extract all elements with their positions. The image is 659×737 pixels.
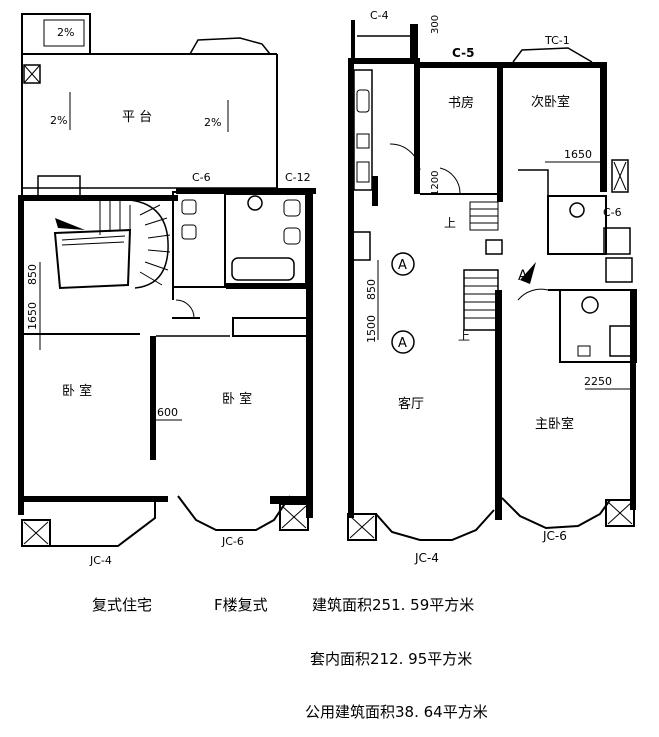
- stair-main: [463, 269, 499, 331]
- window-label-jc6-left: JC-6: [221, 535, 244, 548]
- stair-up-label-2: 上: [458, 329, 470, 343]
- dim-label-1650-right: 1650: [564, 148, 592, 161]
- bedroom-a-bottom-wall: [18, 496, 168, 502]
- spiral-stair-treads: [139, 204, 171, 286]
- caption-shared-area: 公用建筑面积38. 64平方米: [305, 703, 488, 721]
- slope-label-2: 2%: [50, 114, 67, 127]
- toilet: [247, 195, 263, 211]
- stair-treads-upper: [99, 200, 131, 235]
- study-left-wall: [414, 64, 420, 194]
- dim-label-1500: 1500: [365, 315, 378, 343]
- living-right-wall: [495, 290, 502, 520]
- terrace-drain: [23, 64, 41, 84]
- left-top-wall: [18, 195, 178, 201]
- tc1-bay-window: [512, 47, 593, 63]
- window-label-jc4-left: JC-4: [89, 554, 112, 567]
- section-letter-2: A: [398, 336, 407, 351]
- section-letter-3: A: [518, 268, 528, 284]
- bay-window-right: [177, 495, 291, 531]
- window-label-c6-right: C-6: [603, 206, 622, 219]
- master-right-wall: [630, 290, 636, 510]
- dim-label-1650-left: 1650: [26, 302, 39, 330]
- dim-label-850-right: 850: [365, 279, 378, 300]
- caption-interior-area: 套内面积212. 95平方米: [310, 650, 473, 668]
- window-label-c6-left: C-6: [192, 171, 211, 184]
- window-label-c4-top: C-4: [370, 9, 389, 22]
- closet-ledge: [232, 317, 308, 337]
- window-label-c12: C-12: [285, 171, 311, 184]
- window-label-tc1: TC-1: [544, 34, 570, 47]
- kitchen-left-wall: [348, 58, 354, 208]
- stair-arrow: [55, 218, 85, 230]
- floor-plan-drawing: 2% 2% 2% 平 台 C-6 C-12 850 1650 卧 室 卧 室 6…: [18, 9, 637, 567]
- stair-up-label-1: 上: [444, 216, 456, 230]
- terrace-bay: [189, 37, 271, 55]
- second-bedroom-right-wall: [600, 62, 607, 192]
- caption-floor: F楼复式: [214, 596, 268, 614]
- left-plan: 2% 2% 2% 平 台 C-6 C-12 850 1650 卧 室 卧 室 6…: [18, 13, 316, 567]
- terrace-corner-inner: [43, 19, 85, 47]
- bathtub: [231, 257, 295, 281]
- room-label-bedroom-a: 卧 室: [62, 383, 92, 399]
- caption-type: 复式住宅: [92, 596, 153, 614]
- bay-window-left: [24, 502, 156, 547]
- slope-label-3: 2%: [204, 116, 221, 129]
- master-bay-window: [501, 497, 611, 530]
- slope-label-1: 2%: [57, 26, 74, 39]
- right-outer-wall: [306, 188, 313, 518]
- caption-building-area: 建筑面积251. 59平方米: [312, 596, 475, 614]
- room-label-second-bedroom: 次卧室: [531, 94, 570, 110]
- room-label-study: 书房: [448, 95, 474, 111]
- dim-label-850-left: 850: [26, 264, 39, 285]
- dim-label-2250: 2250: [584, 375, 612, 388]
- room-label-bedroom-b: 卧 室: [222, 391, 252, 407]
- door-swing: [175, 299, 195, 319]
- kitchen-top-wall: [348, 58, 420, 64]
- living-left-wall: [348, 208, 354, 518]
- dim-label-300: 300: [430, 15, 441, 34]
- study-top-wall: [420, 62, 502, 68]
- room-label-living-room: 客厅: [398, 396, 424, 412]
- room-label-master-bedroom: 主卧室: [535, 416, 574, 432]
- section-mark-1: [391, 252, 415, 276]
- living-cabinet: [351, 231, 371, 261]
- dim-label-1200: 1200: [430, 171, 441, 196]
- section-letter-1: A: [398, 258, 407, 273]
- kitchen-counter: [353, 69, 373, 191]
- window-label-c5: C-5: [452, 46, 474, 60]
- living-bay-window: [375, 509, 495, 541]
- study-right-wall: [497, 62, 503, 202]
- terrace-label: 平 台: [122, 110, 152, 125]
- bath-top-wall: [176, 188, 316, 194]
- bath-upper: [547, 195, 607, 255]
- dim-label-600: 600: [157, 406, 178, 419]
- terrace-step: [37, 175, 81, 199]
- section-mark-2: [391, 330, 415, 354]
- right-plan: C-4 300 C-5 TC-1 书房 次卧室 1650 1200 C-6 上 …: [347, 9, 637, 565]
- window-label-jc6-right: JC-6: [542, 529, 567, 543]
- bathroom-left-box: [172, 191, 226, 288]
- left-outer-wall: [18, 195, 24, 515]
- window-label-jc4-right: JC-4: [414, 551, 439, 565]
- stair-landing: [53, 228, 132, 290]
- bedroom-divider: [150, 336, 156, 460]
- spiral-stair-outer: [129, 199, 169, 289]
